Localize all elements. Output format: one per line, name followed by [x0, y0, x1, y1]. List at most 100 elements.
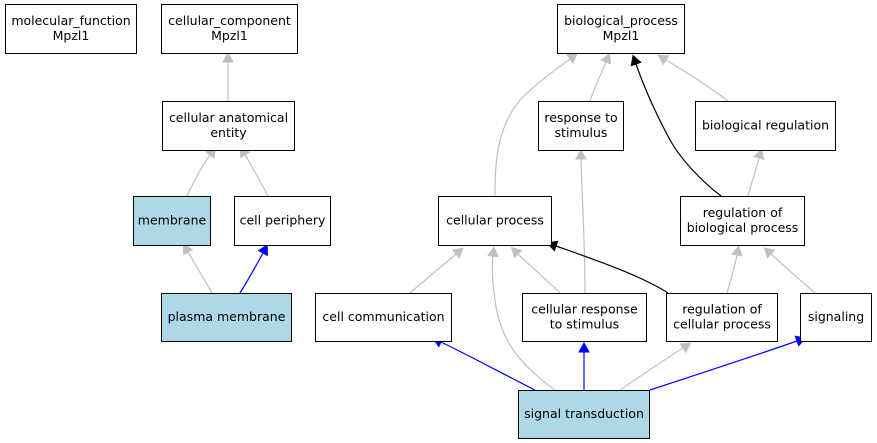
edge-line	[726, 254, 738, 294]
edge-arrowhead	[451, 247, 464, 259]
node-label-line: biological regulation	[702, 118, 829, 133]
node-signaling[interactable]: signaling	[800, 293, 872, 342]
edge-arrowhead	[510, 246, 523, 259]
edge-st-to-ccom	[431, 336, 536, 391]
edge-arrowhead	[222, 51, 234, 63]
edge-st-to-cproc	[487, 246, 556, 391]
node-biological-regulation[interactable]: biological regulation	[695, 101, 836, 151]
edge-rbp-to-bp	[630, 54, 722, 197]
node-box	[162, 101, 295, 151]
edge-line	[770, 253, 816, 294]
edge-line	[244, 154, 269, 197]
edge-line	[589, 61, 607, 102]
edge-arrowhead	[731, 245, 743, 257]
node-box	[161, 293, 292, 342]
node-label-line: Mpzl1	[603, 28, 640, 43]
edge-line	[494, 58, 571, 197]
edge-cproc-to-bp	[494, 52, 579, 197]
node-box	[133, 196, 211, 246]
edge-line	[186, 154, 211, 197]
edge-arrowhead	[566, 52, 579, 64]
edge-arrowhead	[600, 52, 612, 65]
edge-cae-to-cc	[222, 51, 234, 101]
edge-st-to-crs	[578, 341, 590, 390]
edge-line	[409, 253, 457, 294]
edge-ccom-to-cproc	[409, 247, 464, 294]
node-label-line: biological_process	[564, 13, 678, 28]
node-cellular-process[interactable]: cellular process	[438, 196, 552, 246]
node-label-line: Mpzl1	[211, 28, 248, 43]
edge-line	[517, 253, 561, 294]
edge-line	[440, 341, 536, 391]
edge-mem-to-cae	[186, 146, 216, 197]
node-label-line: cell communication	[322, 309, 444, 324]
node-label-line: cellular process	[446, 213, 544, 228]
node-membrane[interactable]: membrane	[133, 196, 211, 246]
node-label-line: response to	[544, 110, 617, 125]
node-box	[680, 196, 805, 246]
node-box	[538, 101, 624, 151]
edge-line	[491, 255, 556, 391]
node-box	[234, 196, 331, 246]
edge-rcp-to-rbp	[726, 245, 743, 294]
node-label-line: signaling	[808, 309, 864, 324]
edge-arrowhead	[753, 148, 765, 161]
edge-line	[187, 251, 213, 294]
node-plasma-membrane[interactable]: plasma membrane	[161, 293, 292, 342]
edge-arrowhead	[763, 247, 776, 259]
edge-arrowhead	[487, 246, 499, 258]
node-label-line: cellular anatomical	[169, 110, 288, 125]
node-signal-transduction[interactable]: signal transduction	[518, 390, 650, 439]
node-box	[557, 4, 685, 54]
edges-layer	[182, 51, 816, 391]
edge-arrowhead	[575, 148, 587, 160]
node-box	[522, 293, 647, 342]
node-label-line: biological process	[687, 220, 799, 235]
edge-st-to-rcp	[619, 342, 692, 391]
node-cell-communication[interactable]: cell communication	[315, 293, 452, 342]
node-label-line: cellular_component	[168, 13, 291, 28]
edge-pm-to-cper	[239, 244, 268, 294]
node-label-line: signal transduction	[524, 406, 644, 421]
edge-pm-to-mem	[182, 243, 213, 294]
edge-sig-to-rbp	[763, 247, 816, 294]
node-cell-periphery[interactable]: cell periphery	[234, 196, 331, 246]
node-label-line: cellular process	[673, 317, 771, 332]
node-box	[695, 101, 836, 151]
edge-crs-to-cproc	[510, 246, 561, 294]
edge-line	[555, 245, 669, 294]
edge-breg-to-bp	[657, 54, 729, 102]
edge-line	[239, 252, 264, 294]
node-label-line: regulation of	[682, 302, 762, 317]
edge-line	[747, 157, 760, 197]
edge-line	[649, 340, 798, 391]
edge-rts-to-bp	[589, 52, 612, 102]
edge-crs-to-rts	[575, 148, 587, 294]
edge-arrowhead	[257, 244, 268, 257]
edge-arrowhead	[657, 54, 670, 66]
node-label-line: Mpzl1	[53, 28, 90, 43]
edge-rcp-to-cproc	[546, 240, 669, 294]
edge-line	[580, 158, 586, 294]
node-box	[518, 390, 650, 439]
edge-st-to-sig	[649, 335, 807, 391]
node-label-line: plasma membrane	[168, 309, 286, 324]
node-box	[5, 4, 137, 54]
node-label-line: molecular_function	[11, 13, 130, 28]
edge-rbp-to-breg	[747, 148, 765, 197]
node-box	[315, 293, 452, 342]
edge-line	[665, 59, 729, 102]
node-label-line: to stimulus	[550, 317, 619, 332]
edge-line	[619, 347, 684, 391]
node-label-line: membrane	[138, 213, 207, 228]
edge-arrowhead	[578, 341, 590, 353]
